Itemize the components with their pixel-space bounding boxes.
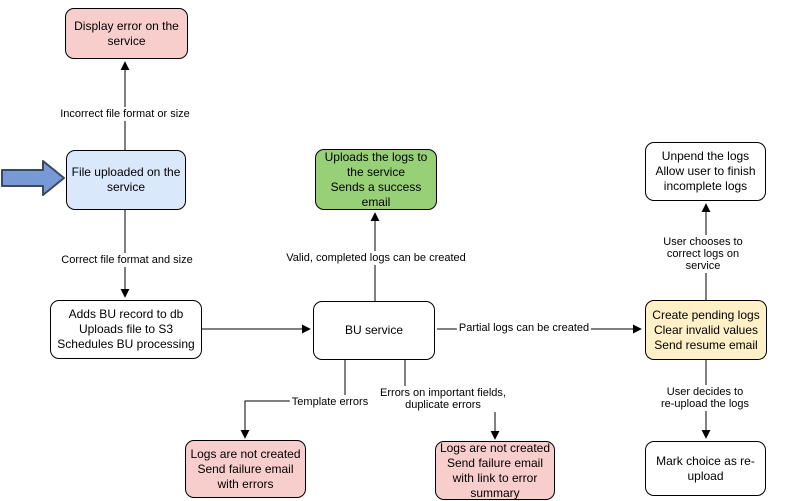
node-uploads-logs-success: Uploads the logs to the service Sends a … <box>315 149 437 210</box>
entry-block-arrow-icon <box>1 160 65 196</box>
node-file-uploaded-on-service: File uploaded on the service <box>66 150 186 210</box>
node-create-pending-logs: Create pending logs Clear invalid values… <box>645 300 767 360</box>
edge-label-reupload: User decides to re-upload the logs <box>657 385 753 411</box>
edge-label-partial-logs: Partial logs can be created <box>456 321 592 335</box>
edge-label-correct-on-service: User chooses to correct logs on service <box>654 235 752 273</box>
edge-label-correct-format: Correct file format and size <box>59 253 195 267</box>
node-unpend-logs: Unpend the logs Allow user to finish inc… <box>645 142 766 201</box>
node-adds-bu-record: Adds BU record to db Uploads file to S3 … <box>50 300 202 359</box>
edge-label-important-fields: Errors on important fields, duplicate er… <box>378 386 508 412</box>
edge-label-valid-logs: Valid, completed logs can be created <box>284 251 468 265</box>
node-mark-choice-reupload: Mark choice as re- upload <box>645 441 766 496</box>
edge-label-template-errors: Template errors <box>289 395 371 409</box>
edge-label-incorrect-format: Incorrect file format or size <box>58 107 192 121</box>
node-display-error-on-service: Display error on the service <box>65 8 188 59</box>
node-logs-not-created-errors: Logs are not created Send failure email … <box>185 440 306 498</box>
node-logs-not-created-summary: Logs are not created Send failure email … <box>435 441 555 500</box>
node-bu-service: BU service <box>313 301 435 360</box>
